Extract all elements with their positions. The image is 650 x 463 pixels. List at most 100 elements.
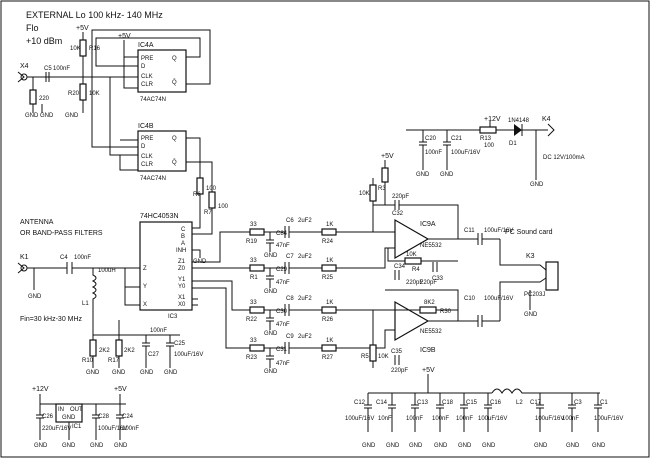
r24-ref: R24 <box>322 239 334 245</box>
gnd-c26: GND <box>34 443 48 449</box>
k3-label: PC Sound card <box>505 229 553 236</box>
c32-value: 220pF <box>392 194 409 200</box>
r10-value: 2K2 <box>99 348 110 354</box>
gnd-k1: GND <box>28 294 42 300</box>
c18-ref: C18 <box>442 400 454 406</box>
c29-value: 47nF <box>276 280 290 286</box>
c15-ref: C15 <box>466 400 478 406</box>
c24-ref: C24 <box>122 414 134 420</box>
r3-ref: R3 <box>378 186 386 192</box>
vcc-p5-reg: +5V <box>114 386 127 393</box>
ic4a-ref: IC4A <box>138 42 154 49</box>
gnd-r17: GND <box>112 370 126 376</box>
d1-value: 1N4148 <box>508 118 530 124</box>
connector-x4-label: X4 <box>20 63 29 70</box>
c84-ref: C84 <box>276 231 288 237</box>
connector-k4: K4 DC 12V/100mA GND <box>530 116 585 188</box>
c27-ref: C27 <box>148 352 160 358</box>
c10-value: 100uF/16V <box>484 296 513 302</box>
r17-value: 2K2 <box>124 348 135 354</box>
c28-ref: C28 <box>98 414 110 420</box>
ic4b-ref: IC4B <box>138 123 154 130</box>
ic4a-pin-pre: PRE <box>141 56 153 62</box>
capacitor-c35 <box>394 355 400 365</box>
c33-ref: C33 <box>432 276 444 282</box>
resistor-r25 <box>321 264 337 272</box>
gnd-x4: GND <box>25 113 39 119</box>
r16-value: 10K <box>70 46 81 52</box>
r30-value: 8K2 <box>424 300 435 306</box>
r7-ref: R7 <box>204 210 212 216</box>
capacitor-c28 <box>92 404 100 440</box>
capacitor-c25 <box>166 335 174 368</box>
gnd-c25: GND <box>164 370 178 376</box>
decoupling-c13: C13 100nF GND <box>406 393 429 449</box>
gnd-c28: GND <box>90 443 104 449</box>
title-line-1: EXTERNAL Lo 100 kHz- 140 MHz <box>26 10 163 20</box>
opamp-ic9a <box>394 218 430 260</box>
ic4a-pin-clk: CLK <box>141 74 153 80</box>
c15-value: 100nF <box>456 416 473 422</box>
c11-ref: C11 <box>464 228 475 234</box>
r20-value: 10K <box>89 91 100 97</box>
connector-k3-part: PC203J <box>524 292 545 298</box>
gnd-c15: GND <box>458 443 472 449</box>
gnd-ic1: GND <box>62 443 76 449</box>
r30-ref: R30 <box>440 309 452 315</box>
gnd-c31: GND <box>264 369 278 375</box>
resistor-r27 <box>321 344 337 352</box>
l1-value: 100uH <box>98 268 116 274</box>
c13-value: 100nF <box>406 416 423 422</box>
r26-ref: R26 <box>322 317 334 323</box>
ic4b-pin-qn: Q̄ <box>172 159 177 166</box>
ic3-pin-a: A <box>181 241 185 247</box>
c13-ref: C13 <box>417 400 429 406</box>
ic3-pin-c: C <box>181 227 186 233</box>
ic9a-ref: IC9A <box>420 221 436 228</box>
gnd-c20: GND <box>416 172 430 178</box>
gnd-c24: GND <box>114 443 128 449</box>
decoupling-c12: C12 100uF/16V GND <box>345 393 376 449</box>
resistor-r10 <box>89 339 97 357</box>
c5-ref: C5 <box>44 66 52 72</box>
decoupling-c15: C15 100nF GND <box>456 393 478 449</box>
vcc-r3: +5V <box>381 153 394 160</box>
ic3-pin-z1: Z1 <box>178 259 186 265</box>
c8-value: 2uF2 <box>298 296 312 302</box>
connector-k4-label: K4 <box>542 116 551 123</box>
connector-k3: K3 PC203J GND <box>520 253 559 318</box>
c10-ref: C10 <box>464 296 476 302</box>
ic4b-pin-pre: PRE <box>141 136 153 142</box>
decoupling-c18: C18 100nF GND <box>432 393 454 449</box>
c25-value: 100uF/16V <box>174 352 203 358</box>
gnd-c30: GND <box>264 331 278 337</box>
ic3-ref: IC3 <box>168 314 178 320</box>
resistor-r24 <box>321 228 337 236</box>
ic4a-pin-d: D <box>141 64 146 70</box>
r19-ref: R19 <box>246 239 258 245</box>
note-antenna: ANTENNA <box>20 219 54 226</box>
resistor-r17 <box>115 339 123 357</box>
gnd-k4: GND <box>530 182 544 188</box>
connector-k1: K1 <box>17 254 29 274</box>
r26-value: 1K <box>326 300 333 306</box>
c25-ref: C25 <box>174 341 186 347</box>
gnd-c16: GND <box>482 443 496 449</box>
c30-ref: C30 <box>276 309 288 315</box>
connector-k4-rating: DC 12V/100mA <box>543 155 585 161</box>
ic3-pin-y0: Y0 <box>178 284 186 290</box>
gnd-c18: GND <box>434 443 448 449</box>
resistor-r22 <box>249 306 265 314</box>
opamp-ic9b <box>394 300 430 342</box>
ic1-pin-in: IN <box>58 407 64 413</box>
decoupling-c1: C1 100uF/16V GND <box>592 393 623 449</box>
r20-ref: R20 <box>68 91 80 97</box>
r1-value: 33 <box>250 258 257 264</box>
resistor-r20 <box>79 83 87 101</box>
capacitor-c26 <box>36 404 44 440</box>
inductor-l1 <box>91 268 97 320</box>
gnd-c27: GND <box>140 370 154 376</box>
vcc-p12-reg: +12V <box>32 386 49 393</box>
r5-ref: R5 <box>361 354 369 360</box>
l1-ref: L1 <box>82 301 89 307</box>
